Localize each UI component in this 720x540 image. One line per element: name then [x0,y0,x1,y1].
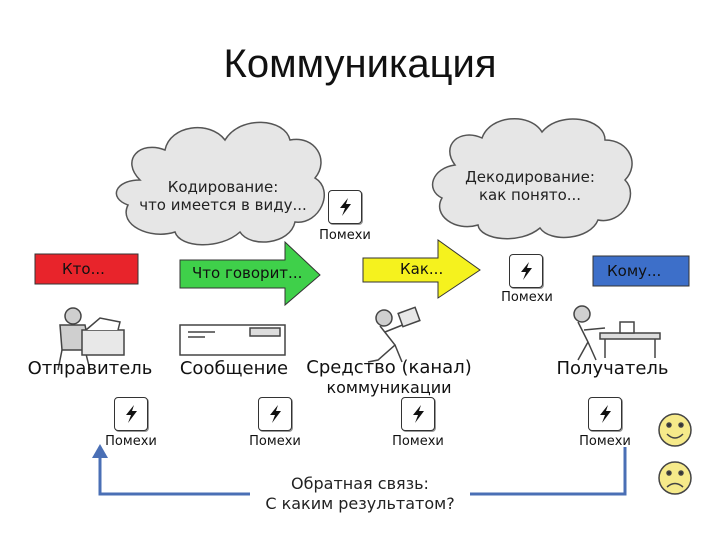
channel-label: Средство (канал) коммуникации [303,358,475,398]
sender-label: Отправитель [27,358,153,379]
what-label: Что говорит... [192,264,303,282]
noise-label-message: Помехи [249,434,301,449]
whom-label: Кому... [607,262,662,280]
lightning-icon [114,397,148,431]
message-envelope-figure [179,324,286,356]
noise-label-receiver: Помехи [579,434,631,449]
who-label: Кто... [62,260,105,278]
message-label: Сообщение [179,358,289,379]
lightning-icon [509,254,543,288]
how-label: Как... [400,260,444,278]
noise-label-encoding: Помехи [319,228,371,243]
lightning-icon [258,397,292,431]
encoding-cloud [115,121,325,246]
channel-figure [367,306,421,363]
lightning-icon [401,397,435,431]
feedback-text: Обратная связь: С каким результатом? [240,474,480,514]
what-arrow [179,240,321,307]
receiver-figure [573,305,661,361]
feedback-line1: Обратная связь: [291,474,429,493]
decoding-cloud-text: Декодирование: как понято... [440,168,620,204]
how-arrow [362,239,481,299]
sender-figure [57,307,125,371]
sad-smiley [658,461,692,495]
decoding-line1: Декодирование: [465,168,595,186]
encoding-line2: что имеется в виду... [139,196,307,214]
page-title: Коммуникация [223,42,497,86]
happy-smiley [658,413,692,447]
noise-label-decoding: Помехи [501,290,553,305]
encoding-cloud-text: Кодирование: что имеется в виду... [128,178,318,214]
noise-label-channel: Помехи [392,434,444,449]
lightning-icon [588,397,622,431]
whom-box [592,255,690,287]
decoding-cloud [431,118,633,240]
feedback-arrowhead [92,444,108,458]
receiver-label: Получатель [556,358,669,379]
lightning-icon [328,190,362,224]
channel-label-line1: Средство (канал) [306,357,472,378]
decoding-line2: как понято... [478,186,582,204]
channel-label-line2: коммуникации [326,378,452,397]
encoding-line1: Кодирование: [167,178,279,196]
who-box [34,253,139,285]
noise-label-sender: Помехи [105,434,157,449]
feedback-line2: С каким результатом? [265,494,455,513]
feedback-loop [98,447,627,496]
